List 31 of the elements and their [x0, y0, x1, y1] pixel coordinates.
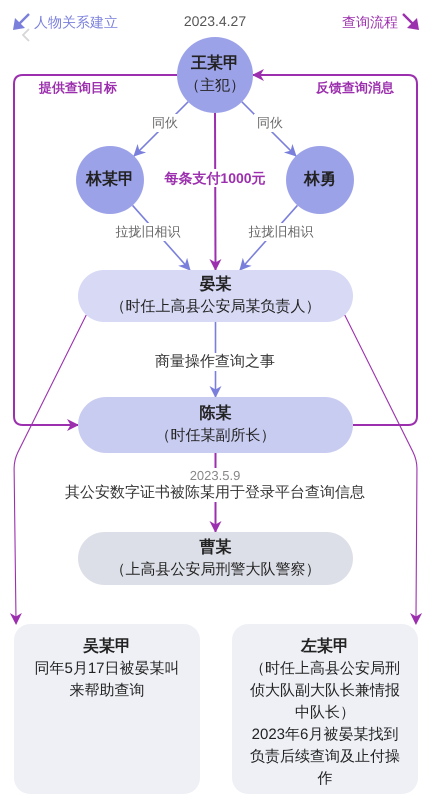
edge-label: 拉拢旧相识 — [246, 223, 316, 241]
description-text: （上高县公安局刑警大队警察） — [110, 560, 320, 580]
person-name: 王某甲 — [191, 53, 239, 74]
edge-label: 同伙 — [254, 114, 286, 132]
description-text: 同年5月17日被晏某叫来帮助查询 — [33, 659, 181, 701]
info-card — [14, 624, 200, 794]
person-name: 晏某 — [200, 274, 232, 295]
date-label: 2023.4.27 — [184, 13, 246, 29]
info-card — [232, 624, 418, 794]
arrow — [209, 113, 222, 271]
person-pill — [78, 270, 353, 322]
arrow — [344, 314, 422, 625]
edge-label: 反馈查询消息 — [316, 79, 394, 97]
person-name: 左某甲 — [301, 636, 349, 657]
description-text: （主犯） — [185, 76, 245, 96]
legend-label: 人物关系建立 — [34, 13, 118, 32]
description-text: （时任某副所长） — [156, 426, 276, 446]
person-name: 吴某甲 — [83, 636, 131, 657]
description-text: （时任上高县公安局刑侦大队副大队长兼情报中队长） — [249, 659, 401, 723]
description-text: 2023年6月被晏某找到负责后续查询及止付操作 — [249, 725, 401, 789]
description-text: （时任上高县公安局某负责人） — [110, 297, 320, 317]
person-name: 林某甲 — [86, 169, 134, 190]
arrow — [13, 74, 177, 431]
person-name: 陈某 — [200, 403, 232, 424]
edge-label: 拉拢旧相识 — [112, 223, 184, 241]
arrow — [10, 314, 87, 625]
legend-label: 查询流程 — [342, 13, 398, 32]
person-name: 曹某 — [200, 537, 232, 558]
arrow — [252, 69, 418, 426]
person-name: 林勇 — [304, 170, 336, 190]
edge-label: 提供查询目标 — [39, 79, 117, 97]
